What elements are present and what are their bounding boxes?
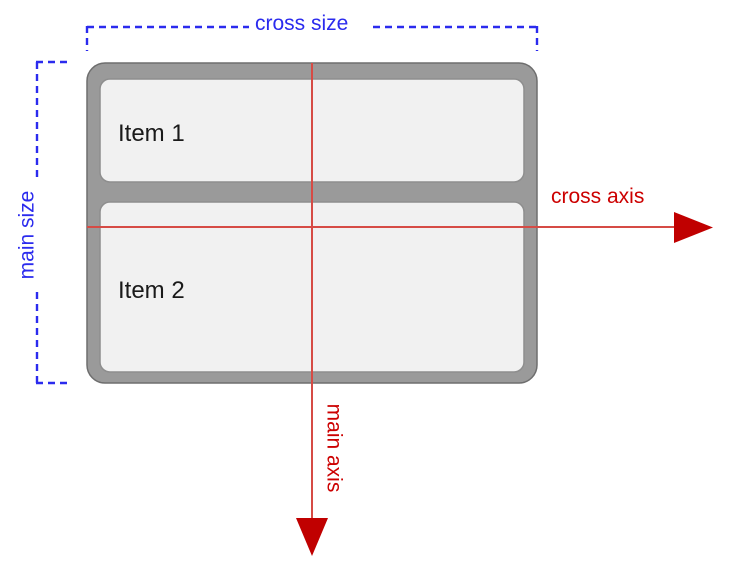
main-size-label: main size [15,190,39,280]
main-axis-arrow [296,63,328,556]
main-axis-arrowhead [296,518,328,556]
cross-size-label: cross size [255,12,349,35]
cross-axis-label: cross axis [551,185,645,208]
flex-item-1-label: Item 1 [118,120,185,147]
cross-axis-arrow [87,212,713,243]
cross-size-bracket [85,25,539,51]
flex-item-2-label: Item 2 [118,277,185,304]
cross-axis-arrowhead [674,212,713,243]
main-axis-label: main axis [322,403,346,493]
main-size-bracket [35,60,68,385]
